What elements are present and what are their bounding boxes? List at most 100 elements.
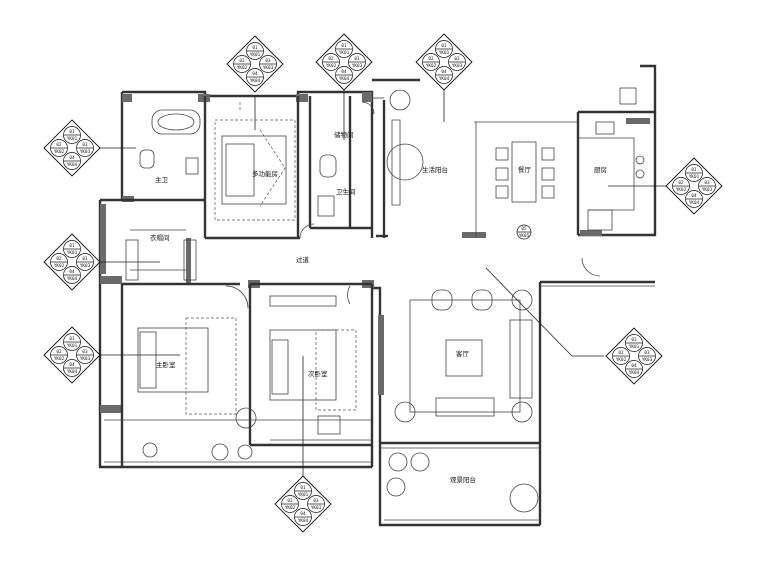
marker-code: 04	[631, 363, 637, 369]
marker-subcode: YK04	[250, 78, 261, 84]
elevation-markers: 01YK0102YK0203YK0304YK0401YK0102YK0203YK…	[43, 33, 723, 533]
marker-code: 04	[691, 193, 697, 199]
marker-code: 02	[678, 180, 684, 186]
marker-diamond	[43, 233, 101, 291]
label-second-bedroom: 次卧室	[308, 369, 328, 378]
marker-single-code: 05	[521, 226, 527, 232]
marker-diamond	[415, 33, 473, 91]
label-living-balcony: 生活阳台	[422, 165, 448, 174]
marker-subcode: YK01	[250, 52, 261, 58]
marker-code: 03	[454, 56, 460, 62]
marker-subcode: YK03	[263, 65, 274, 71]
room-labels: 主卫 多功能房 储物间 卫生间 生活阳台 餐厅 厨房 衣帽间 过道 主卧室 次卧…	[150, 130, 607, 484]
marker-subcode: YK04	[67, 369, 78, 375]
marker-subcode: YK01	[67, 136, 78, 142]
marker-single-subcode: YK05	[519, 233, 530, 239]
label-dining: 餐厅	[518, 165, 532, 174]
marker-code: 04	[252, 71, 258, 77]
elevation-marker-single: 05 YK05	[516, 224, 532, 240]
marker-subcode: YK01	[67, 250, 78, 256]
marker-subcode: YK02	[54, 149, 65, 155]
label-leisure-balcony: 观景阳台	[450, 475, 476, 484]
marker-code: 03	[82, 142, 88, 148]
marker-subcode: YK04	[67, 276, 78, 282]
marker-code: 03	[644, 350, 650, 356]
marker-code: 04	[441, 69, 447, 75]
door-swings	[225, 101, 601, 309]
marker-code: 02	[428, 56, 434, 62]
marker-diamond	[315, 33, 373, 91]
marker-code: 01	[691, 167, 697, 173]
marker-subcode: YK03	[311, 505, 322, 511]
marker-code: 04	[69, 155, 75, 161]
marker-code: 02	[287, 498, 293, 504]
marker-subcode: YK03	[452, 63, 463, 69]
marker-code: 02	[328, 56, 334, 62]
fixtures-outline	[104, 97, 655, 521]
marker-subcode: YK01	[298, 492, 309, 498]
label-master-bath: 主卫	[155, 175, 169, 184]
marker-subcode: YK02	[426, 63, 437, 69]
marker-code: 03	[313, 498, 319, 504]
exterior-walls	[98, 64, 657, 527]
marker-code: 03	[82, 256, 88, 262]
marker-code: 01	[69, 336, 75, 342]
marker-subcode: YK01	[339, 50, 350, 56]
label-bathroom: 卫生间	[336, 187, 356, 196]
marker-subcode: YK04	[689, 200, 700, 206]
marker-subcode: YK03	[642, 357, 653, 363]
marker-subcode: YK01	[689, 174, 700, 180]
marker-code: 03	[82, 349, 88, 355]
marker-code: 02	[56, 142, 62, 148]
marker-code: 02	[618, 350, 624, 356]
marker-code: 01	[300, 485, 306, 491]
marker-subcode: YK03	[702, 187, 713, 193]
marker-subcode: YK02	[54, 356, 65, 362]
marker-subcode: YK02	[326, 63, 337, 69]
marker-diamond	[605, 327, 663, 385]
marker-subcode: YK03	[80, 356, 91, 362]
label-master-room: 主卧室	[156, 360, 176, 369]
marker-subcode: YK02	[237, 65, 248, 71]
wall-hatching	[100, 92, 650, 413]
marker-subcode: YK03	[352, 63, 363, 69]
marker-code: 01	[631, 337, 637, 343]
label-closet: 衣帽间	[150, 233, 170, 242]
marker-code: 03	[265, 58, 271, 64]
marker-subcode: YK02	[676, 187, 687, 193]
marker-diamond	[274, 475, 332, 533]
marker-code: 04	[69, 269, 75, 275]
marker-subcode: YK02	[285, 505, 296, 511]
marker-diamond	[43, 119, 101, 177]
interior-walls	[120, 96, 386, 467]
marker-subcode: YK04	[67, 162, 78, 168]
marker-code: 04	[300, 511, 306, 517]
marker-subcode: YK04	[339, 76, 350, 82]
marker-subcode: YK02	[616, 357, 627, 363]
marker-code: 02	[56, 349, 62, 355]
marker-subcode: YK04	[298, 518, 309, 524]
marker-code: 01	[341, 43, 347, 49]
marker-code: 03	[704, 180, 710, 186]
marker-code: 02	[56, 256, 62, 262]
marker-subcode: YK03	[80, 149, 91, 155]
marker-subcode: YK01	[629, 344, 640, 350]
marker-code: 03	[354, 56, 360, 62]
marker-subcode: YK03	[80, 263, 91, 269]
marker-code: 01	[69, 243, 75, 249]
marker-subcode: YK01	[67, 343, 78, 349]
marker-subcode: YK01	[439, 50, 450, 56]
marker-diamond	[43, 326, 101, 384]
label-suite: 多功能房	[252, 169, 278, 178]
marker-subcode: YK02	[54, 263, 65, 269]
label-corridor: 过道	[296, 255, 310, 264]
